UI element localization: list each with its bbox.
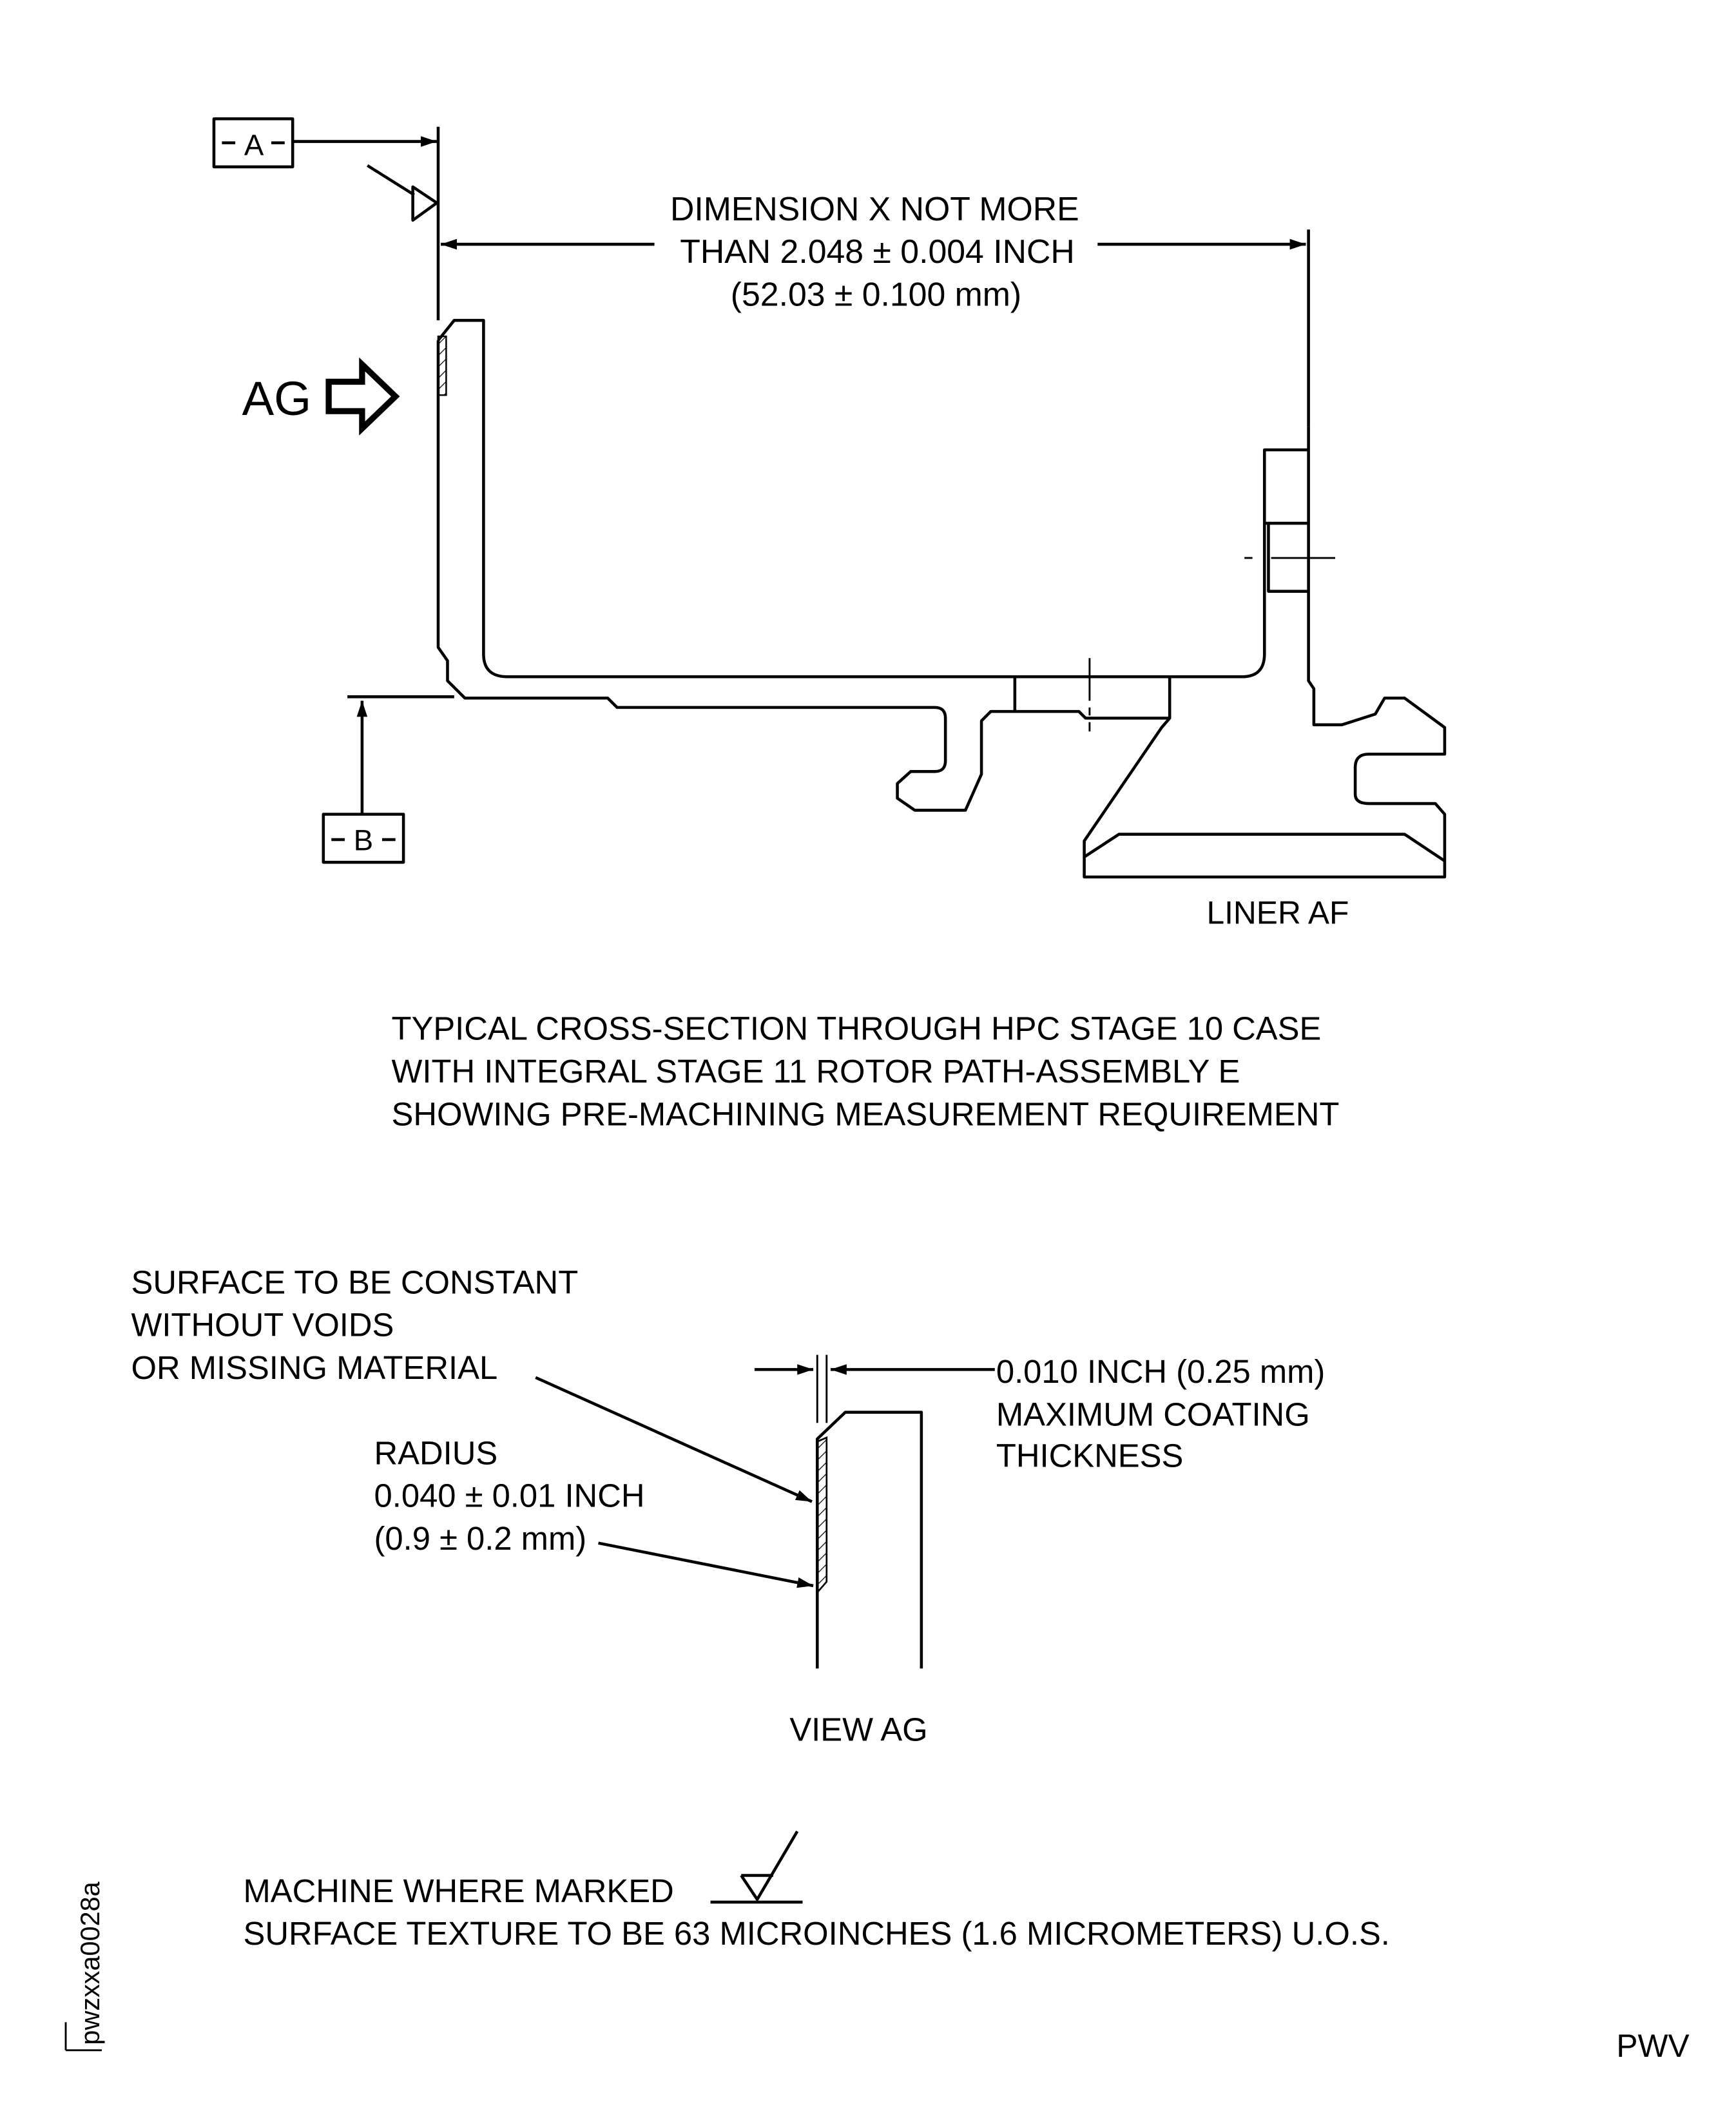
datum-b-label: B: [354, 824, 373, 857]
datum-a-label: A: [244, 128, 264, 161]
surface-finish-symbol: [710, 1830, 803, 1904]
dimension-line-2: THAN 2.048 ± 0.004 INCH: [680, 233, 1074, 270]
dimension-line-1: DIMENSION X NOT MORE: [670, 190, 1079, 227]
coating-note-line: 0.010 INCH (0.25 mm): [996, 1353, 1325, 1390]
machine-note: MACHINE WHERE MARKED: [244, 1873, 674, 1909]
caption-line: WITH INTEGRAL STAGE 11 ROTOR PATH-ASSEMB…: [391, 1053, 1240, 1090]
surface-note-line: OR MISSING MATERIAL: [131, 1349, 498, 1386]
radius-note-line: 0.040 ± 0.01 INCH: [374, 1478, 645, 1514]
figure-id: pwzxxa0028a: [64, 1881, 105, 2052]
case-cross-section: [436, 318, 1447, 879]
datum-b: B: [322, 695, 454, 864]
view-arrow-label: AG: [242, 371, 311, 425]
caption-line: SHOWING PRE-MACHINING MEASUREMENT REQUIR…: [391, 1095, 1339, 1132]
caption: TYPICAL CROSS-SECTION THROUGH HPC STAGE …: [391, 1010, 1339, 1133]
center-line: [1088, 557, 1336, 732]
datum-a: A: [212, 117, 437, 169]
machining-note: MACHINE WHERE MARKED SURFACE TEXTURE TO …: [244, 1830, 1390, 1952]
radius-note-line: (0.9 ± 0.2 mm): [374, 1520, 587, 1557]
radius-note-line: RADIUS: [374, 1434, 498, 1471]
texture-note: SURFACE TEXTURE TO BE 63 MICROINCHES (1.…: [244, 1915, 1390, 1952]
liner-label: LINER AF: [1206, 894, 1349, 930]
caption-line: TYPICAL CROSS-SECTION THROUGH HPC STAGE …: [391, 1010, 1321, 1047]
block-arrow-icon: [325, 357, 400, 436]
view-label: VIEW AG: [789, 1711, 927, 1748]
machining-symbol: [366, 164, 439, 222]
surface-note-line: WITHOUT VOIDS: [131, 1307, 394, 1343]
coating-note-line: THICKNESS: [996, 1438, 1183, 1474]
dimension-x: DIMENSION X NOT MORE THAN 2.048 ± 0.004 …: [441, 190, 1310, 427]
dimension-line-3: (52.03 ± 0.100 mm): [731, 275, 1021, 313]
view-ag-arrow: AG: [242, 357, 400, 436]
view-ag-detail: SURFACE TO BE CONSTANT WITHOUT VOIDS OR …: [131, 1264, 1326, 1748]
surface-note-line: SURFACE TO BE CONSTANT: [131, 1264, 579, 1300]
corner-code: PWV: [1616, 2028, 1689, 2064]
figure-id-label: pwzxxa0028a: [75, 1881, 105, 2045]
coating-note-line: MAXIMUM COATING: [996, 1396, 1310, 1432]
